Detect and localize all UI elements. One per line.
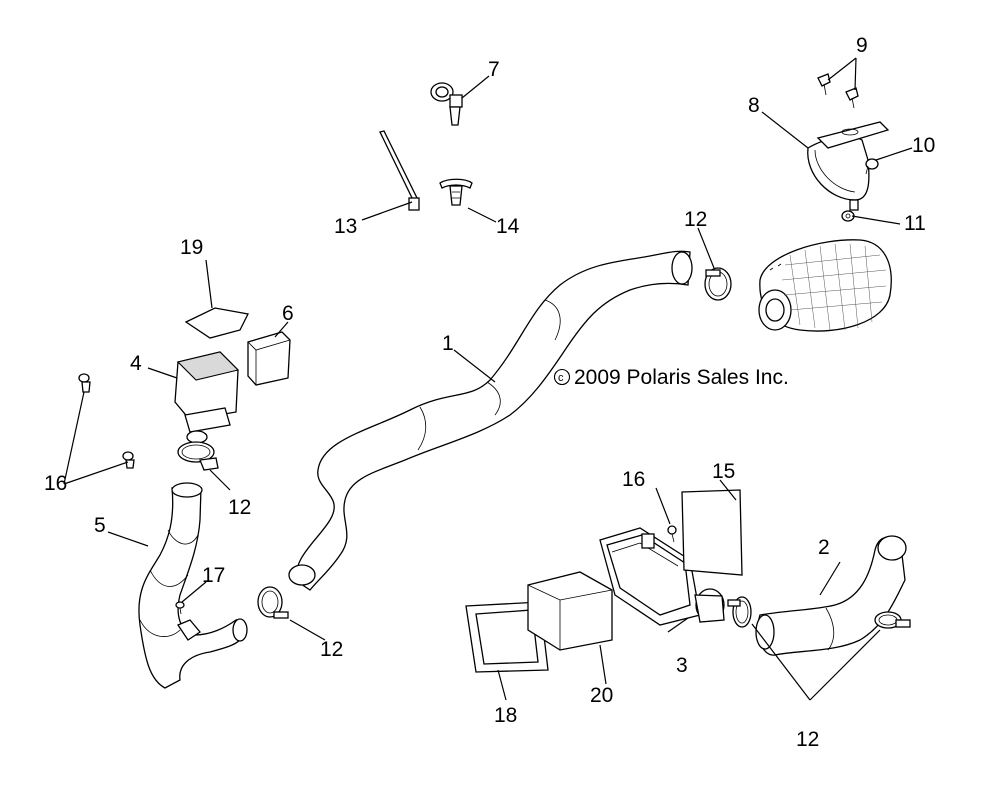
- label-9: 9: [856, 34, 868, 57]
- part-19-pad: [184, 307, 249, 339]
- part-1-intake-duct: [288, 250, 693, 591]
- part-16-fastener-airbox: [667, 525, 677, 543]
- callout-labels: 1 2 3 4 5 6 7 8 9 10 11 12 12 12 12 13 1…: [44, 34, 935, 751]
- air-filter-element: [758, 239, 892, 332]
- label-1: 1: [442, 332, 454, 355]
- label-16-airbox: 16: [622, 468, 645, 491]
- label-12-left: 12: [228, 496, 251, 519]
- part-7-cable-clip: [430, 82, 463, 126]
- part-12-clamp-right: [874, 611, 911, 629]
- part-8-mount-band: [807, 121, 890, 211]
- label-17: 17: [202, 564, 225, 587]
- part-16-fastener-left-b: [122, 451, 135, 469]
- label-15: 15: [712, 460, 735, 483]
- part-9-screws: [817, 73, 859, 109]
- part-17-fastener: [175, 601, 185, 615]
- label-18: 18: [494, 704, 517, 727]
- part-6-foam-block: [247, 331, 291, 386]
- label-5: 5: [94, 514, 106, 537]
- part-10-fastener: [865, 158, 879, 175]
- part-13-cable-tie: [379, 130, 420, 211]
- copyright-text: 2009 Polaris Sales Inc.: [574, 366, 789, 389]
- part-11-nut: [841, 210, 855, 222]
- part-12-clamp-bottom: [257, 586, 289, 619]
- copyright-symbol-icon: [553, 368, 571, 386]
- copyright-notice: c 2009 Polaris Sales Inc.: [553, 366, 789, 389]
- label-12-right: 12: [796, 728, 819, 751]
- label-7: 7: [488, 58, 500, 81]
- label-3: 3: [676, 654, 688, 677]
- copyright-symbol-c: c: [558, 372, 564, 384]
- label-16-left: 16: [44, 472, 67, 495]
- part-2-outlet-duct: [755, 535, 907, 656]
- part-12-clamp-top: [704, 267, 732, 301]
- label-12-top: 12: [684, 208, 707, 231]
- label-14: 14: [496, 215, 520, 238]
- label-2: 2: [818, 536, 830, 559]
- label-4: 4: [130, 352, 142, 375]
- part-12-clamp-airbox: [727, 596, 752, 628]
- part-12-clamp-left: [177, 441, 219, 471]
- label-10: 10: [912, 134, 935, 157]
- part-16-fastener-left-a: [78, 373, 91, 393]
- label-12-bottom: 12: [320, 638, 343, 661]
- part-5-formed-duct: [138, 482, 248, 689]
- label-6: 6: [282, 302, 294, 325]
- part-14-push-clip: [439, 178, 473, 206]
- label-13: 13: [334, 215, 357, 238]
- part-20-filter-block: [527, 571, 613, 651]
- part-4-breather-box: [174, 351, 240, 444]
- part-3-airbox: [599, 527, 725, 626]
- label-20: 20: [590, 684, 613, 707]
- part-15-label-sheet: [681, 489, 743, 576]
- label-11: 11: [904, 212, 926, 235]
- leader-lines: [63, 57, 913, 701]
- label-19: 19: [180, 236, 203, 259]
- label-8: 8: [748, 94, 760, 117]
